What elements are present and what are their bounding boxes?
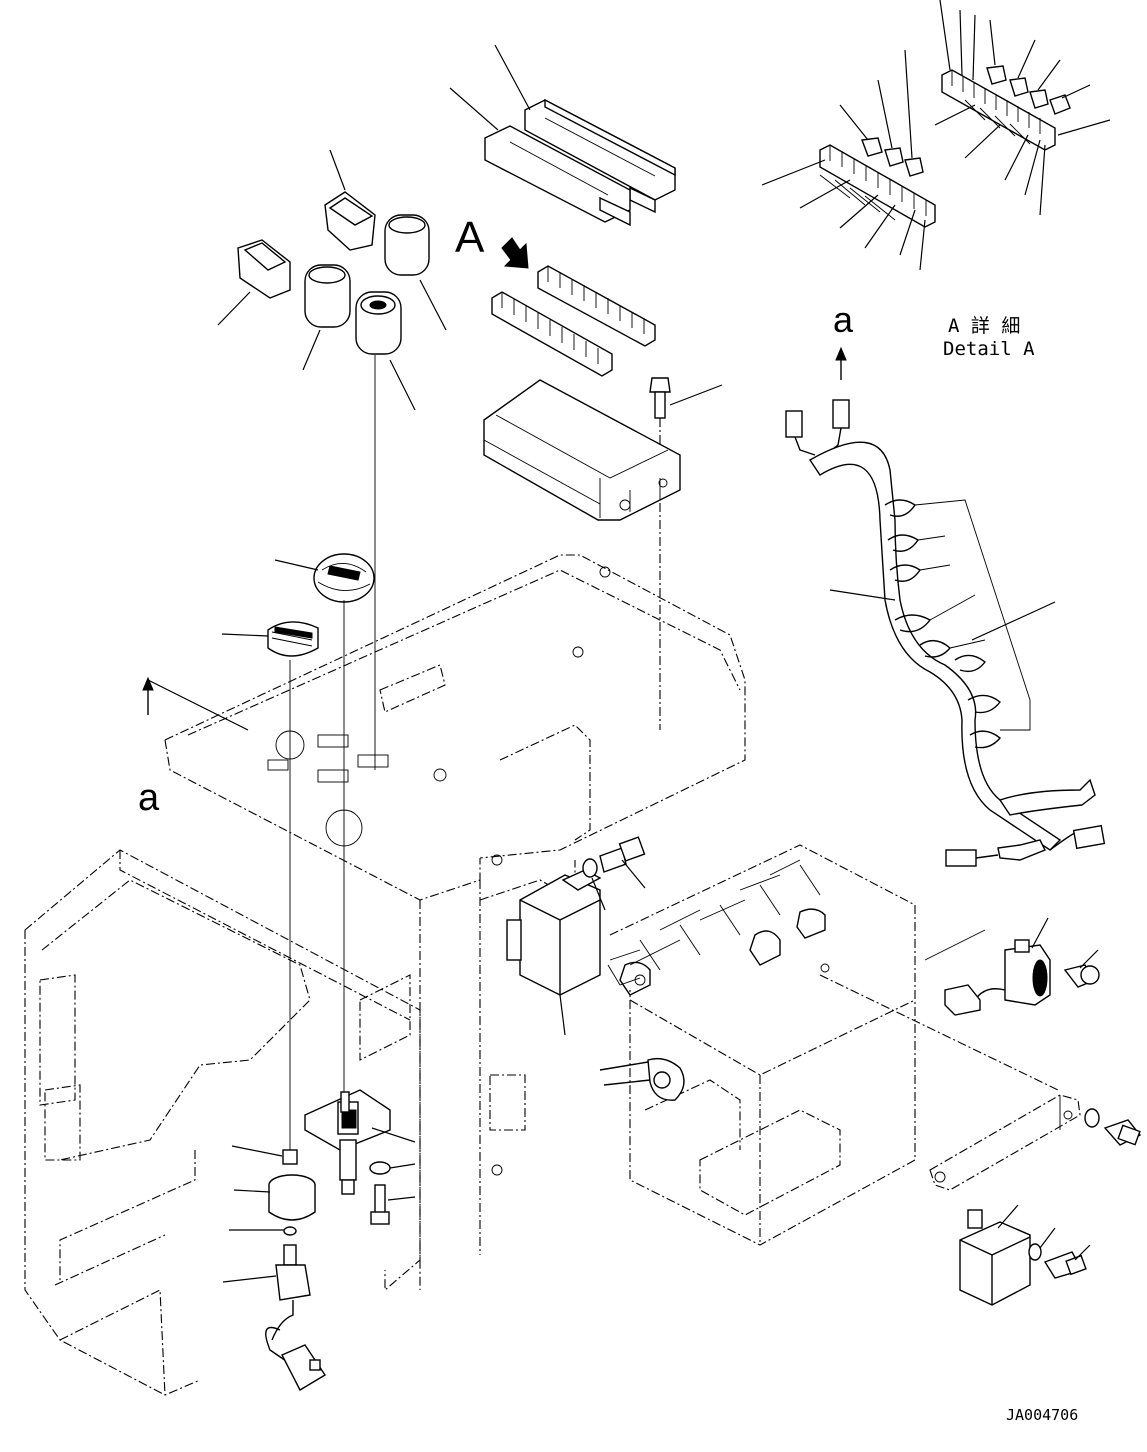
leader-line — [217, 291, 251, 326]
rocker-switch — [237, 239, 291, 299]
leader-line — [1031, 917, 1049, 949]
leader-line — [591, 877, 606, 911]
pressure-sensor — [265, 1244, 326, 1391]
dial-knob — [313, 553, 375, 603]
fuse-box-body — [483, 379, 681, 521]
o-ring — [283, 1226, 297, 1236]
rocker-switch — [324, 191, 376, 251]
controller-unit — [506, 869, 602, 996]
assembly-line — [924, 929, 986, 961]
leader-line — [221, 633, 269, 637]
view-arrow-icon — [501, 237, 529, 269]
view-a-small-top-label: a — [833, 299, 854, 340]
nut — [282, 1149, 298, 1165]
flasher-unit — [959, 1209, 1031, 1306]
drawing-number: JA004706 — [1006, 1406, 1078, 1424]
washer — [369, 1161, 391, 1175]
fuse-row-upper — [537, 265, 656, 347]
leader-line — [274, 559, 319, 571]
console-frame — [24, 554, 746, 1396]
leader-line — [329, 149, 346, 191]
push-switch — [384, 214, 430, 276]
detail-a-leaders — [761, 0, 1111, 271]
leader-line — [559, 994, 566, 1036]
mounting-bracket — [607, 844, 916, 1246]
view-a-small-left-label: a — [138, 777, 160, 819]
up-arrow-icon — [142, 676, 154, 715]
push-switch — [304, 264, 351, 328]
leader-line — [147, 679, 249, 731]
indicator-switch — [355, 291, 402, 355]
bolt — [649, 377, 671, 419]
bolt — [370, 1184, 390, 1225]
leader-line — [494, 44, 531, 111]
collar — [268, 1174, 316, 1221]
bracket-plate — [929, 1094, 1081, 1191]
leader-line — [971, 601, 1056, 641]
up-arrow-icon — [835, 346, 847, 380]
detail-a-fuse-upper — [941, 69, 1056, 151]
leader-line — [302, 329, 321, 371]
wire-harness — [785, 399, 1106, 867]
leader-line — [829, 589, 896, 601]
leader-line — [621, 859, 646, 889]
leader-line — [371, 1127, 416, 1143]
rotary-knob — [267, 621, 319, 657]
leader-line — [233, 1189, 271, 1193]
washer — [1084, 1108, 1100, 1128]
bolt — [1043, 1251, 1087, 1279]
bolt — [1063, 964, 1100, 988]
view-a-label: A — [455, 213, 485, 262]
fuse-box-cover-lower — [484, 125, 631, 227]
leader-line — [222, 1275, 277, 1283]
detail-a-fuse-lower — [819, 144, 936, 228]
bolt — [1103, 1119, 1142, 1146]
leader-line — [419, 279, 447, 331]
leader-line — [1039, 1227, 1056, 1249]
detail-title-japanese: A 詳 細 — [948, 315, 1020, 337]
leader-line — [669, 384, 723, 406]
fuse-box-cover-upper — [524, 98, 676, 214]
detail-a-loose-fuses — [861, 65, 1071, 177]
leader-line — [389, 1163, 416, 1169]
washer — [1028, 1243, 1042, 1261]
buzzer — [944, 939, 1051, 1016]
leader-line — [231, 1145, 283, 1157]
centerline — [819, 974, 1059, 1091]
bolt — [599, 836, 646, 873]
leader-line — [389, 359, 416, 411]
switch-assembly — [304, 1089, 391, 1195]
fuse-row-lower — [491, 291, 613, 377]
leader-line — [387, 1196, 416, 1201]
leader-line — [1079, 949, 1099, 969]
washer — [582, 858, 598, 878]
leader-line — [449, 87, 499, 131]
relay-clip — [599, 1057, 685, 1101]
leader-line — [997, 1204, 1019, 1229]
leader-line — [1074, 1244, 1091, 1261]
detail-title-english: Detail A — [943, 338, 1035, 360]
